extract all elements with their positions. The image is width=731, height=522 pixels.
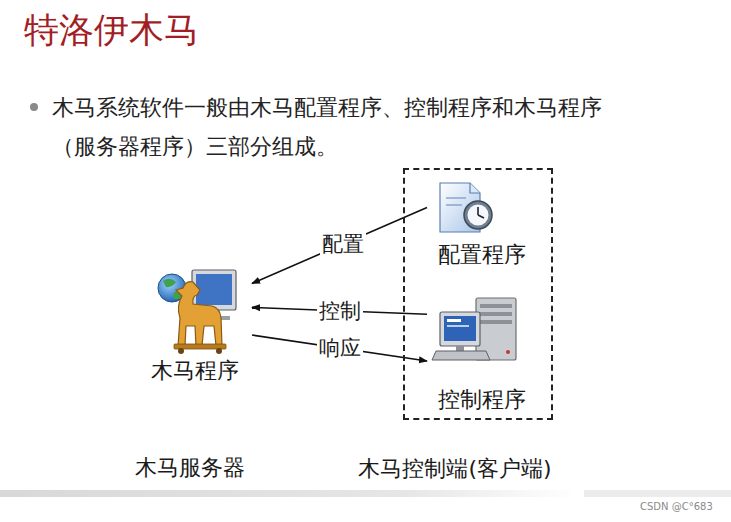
- region-label: 木马服务器: [135, 455, 245, 481]
- config-icon: [440, 183, 492, 232]
- watermark: CSDN @C°683: [640, 501, 713, 513]
- bullet-dot: [30, 103, 38, 111]
- arrow-connector: [252, 208, 427, 284]
- node-label: 配置程序: [438, 242, 526, 268]
- control-program: 控制程序: [427, 295, 537, 415]
- arrow-connector: [252, 335, 427, 361]
- client-region: 木马控制端(客户端)配置程序控制程序: [403, 168, 553, 420]
- trojan-icon: [158, 270, 236, 354]
- footer-bar: [0, 490, 578, 497]
- edge-label: 配置: [320, 232, 366, 256]
- node-label: 控制程序: [438, 387, 526, 413]
- bullet-text: 木马系统软件一般由木马配置程序、控制程序和木马程序（服务器程序）三部分组成。: [52, 88, 644, 166]
- control-computer-icon: [432, 298, 516, 360]
- edge-label: 控制: [317, 299, 363, 323]
- edge-label: 响应: [317, 336, 363, 360]
- node-label: 木马程序: [151, 358, 239, 384]
- slide-title: 特洛伊木马: [24, 8, 199, 52]
- footer-bar: [584, 490, 731, 497]
- node-label: 木马控制端(客户端): [358, 456, 551, 482]
- trojan-program: 木马程序: [138, 262, 252, 388]
- config-program: 配置程序: [427, 180, 537, 272]
